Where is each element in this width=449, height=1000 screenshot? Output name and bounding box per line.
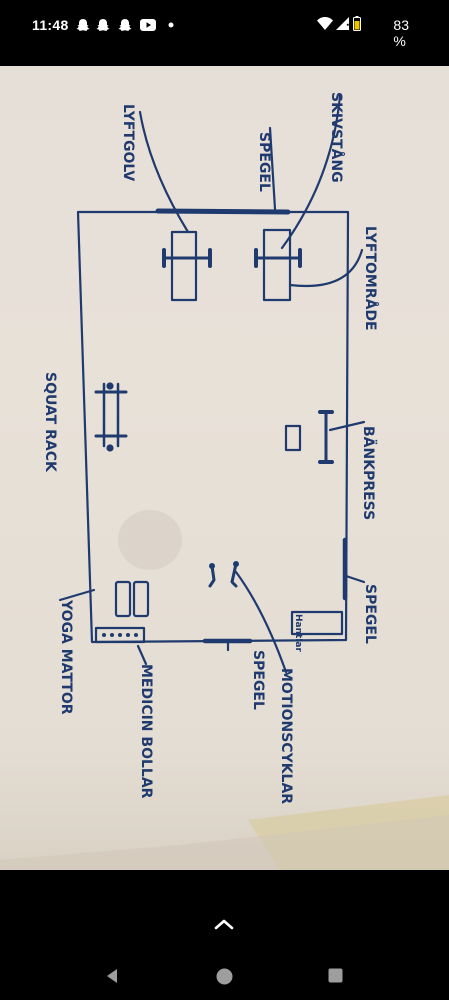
label-skivstang: SKIVSTÅNG: [328, 92, 345, 183]
recents-icon[interactable]: [328, 968, 343, 983]
paper-stain: [118, 510, 182, 570]
home-icon[interactable]: [216, 968, 233, 985]
navigation-bar: [0, 950, 449, 1000]
label-spegel-right: SPEGEL: [362, 584, 378, 644]
leader-yoga: [58, 588, 96, 602]
dumbbell-rack: [290, 610, 344, 636]
bench-press: [284, 424, 302, 452]
floor-plan-drawing: LYFTGOLV SPEGEL SKIVSTÅNG LYFTOMRÅDE SQU…: [0, 92, 449, 870]
squat-rack: [94, 390, 128, 438]
snapchat-icon: [76, 19, 90, 31]
label-lyftgolv: LYFTGOLV: [120, 104, 136, 181]
youtube-icon: [140, 19, 156, 31]
label-bankpress: BÄNKPRESS: [360, 426, 377, 520]
label-spegel-top: SPEGEL: [256, 132, 272, 192]
status-time: 11:48: [32, 17, 69, 33]
mirror-top: [155, 208, 291, 215]
label-lyftomrade: LYFTOMRÅDE: [362, 226, 379, 331]
wifi-icon: [317, 17, 333, 30]
label-squat-rack: SQUAT RACK: [42, 372, 58, 473]
dot-icon: [168, 22, 174, 28]
back-icon[interactable]: [104, 968, 120, 984]
snapchat-icon: [96, 19, 110, 31]
label-medicin-bollar: MEDICIN BOLLAR: [138, 664, 154, 799]
leader-motionscyklar: [234, 570, 288, 674]
lifting-platform-left: [170, 230, 198, 302]
leader-lyftgolv: [138, 110, 190, 234]
battery-percent: 83 %: [393, 17, 409, 49]
leader-spegel-top: [268, 126, 277, 211]
medicine-balls: [102, 633, 138, 637]
status-bar: 11:48 83 %: [0, 0, 449, 50]
exercise-bike-1: [208, 564, 216, 588]
yoga-mat-1: [114, 580, 132, 618]
label-motionscyklar: MOTIONSCYKLAR: [278, 668, 294, 804]
leader-lyftomrade: [288, 248, 364, 288]
leader-skivstang: [280, 94, 342, 250]
floor-plan-photo[interactable]: LYFTGOLV SPEGEL SKIVSTÅNG LYFTOMRÅDE SQU…: [0, 66, 449, 870]
exercise-bike-2: [230, 562, 238, 588]
label-yoga-mattor: YOGA MATTOR: [58, 599, 74, 715]
medicine-ball-rack: [94, 626, 146, 644]
chevron-up-icon[interactable]: [214, 918, 234, 930]
label-hantlar: Hantlar: [293, 614, 303, 652]
leader-bankpress: [328, 420, 366, 432]
leader-spegel-right: [344, 574, 366, 584]
yoga-mat-2: [132, 580, 150, 618]
snapchat-icon: [118, 19, 132, 31]
signal-icon: [336, 17, 349, 30]
battery-icon: [353, 16, 361, 31]
label-spegel-bottom: SPEGEL: [250, 650, 266, 710]
leader-medicin: [136, 644, 148, 666]
paper-edge: [0, 815, 449, 870]
gallery-bottom-area: [0, 870, 449, 960]
lifting-platform-right: [262, 228, 292, 302]
